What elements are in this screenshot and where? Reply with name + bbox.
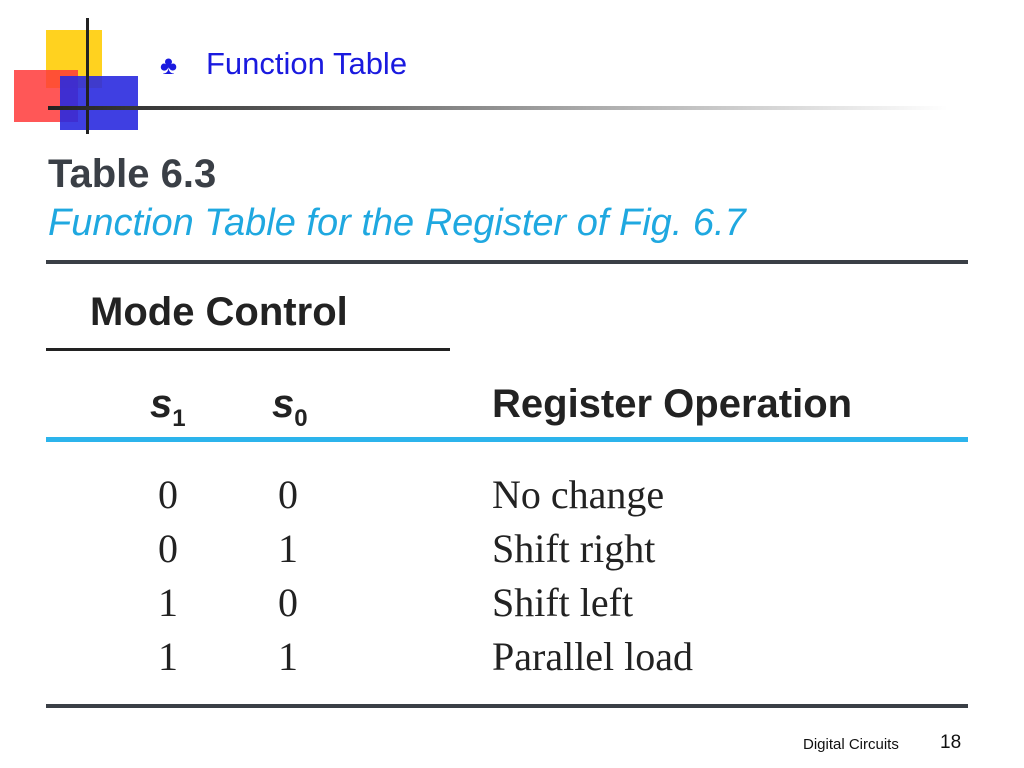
table-header-rule — [46, 437, 968, 442]
cell-s1: 1 — [158, 634, 178, 679]
footer-label: Digital Circuits — [803, 736, 899, 753]
column-header-operation: Register Operation — [492, 382, 853, 426]
cell-s0: 1 — [278, 634, 298, 679]
cell-s0: 0 — [278, 472, 298, 517]
cell-s1: 1 — [158, 580, 178, 625]
decor-blue-square — [60, 76, 138, 130]
cell-operation: Shift left — [492, 580, 634, 625]
table-row: 0 1 Shift right — [0, 522, 1024, 576]
table-top-rule — [46, 260, 968, 264]
table-row: 1 0 Shift left — [0, 576, 1024, 630]
table-caption: Function Table for the Register of Fig. … — [48, 202, 746, 244]
table-label: Table 6.3 — [48, 152, 217, 196]
cell-s1: 0 — [158, 472, 178, 517]
column-header-s0: s0 — [272, 382, 308, 432]
cell-s0: 0 — [278, 580, 298, 625]
table-row: 1 1 Parallel load — [0, 630, 1024, 684]
table-bottom-rule — [46, 704, 968, 708]
club-icon: ♣ — [160, 50, 178, 80]
cell-operation: Shift right — [492, 526, 656, 571]
table-row: 0 0 No change — [0, 468, 1024, 522]
cell-s1: 0 — [158, 526, 178, 571]
page-number: 18 — [940, 732, 962, 753]
cell-s0: 1 — [278, 526, 298, 571]
slide-title: Function Table — [206, 46, 408, 81]
cell-operation: No change — [492, 472, 665, 517]
column-header-s1: s1 — [150, 382, 186, 432]
title-underline — [48, 106, 948, 110]
mode-control-rule — [46, 348, 450, 351]
cell-operation: Parallel load — [492, 634, 694, 679]
mode-control-header: Mode Control — [90, 290, 348, 334]
decor-vertical-line — [86, 18, 89, 134]
